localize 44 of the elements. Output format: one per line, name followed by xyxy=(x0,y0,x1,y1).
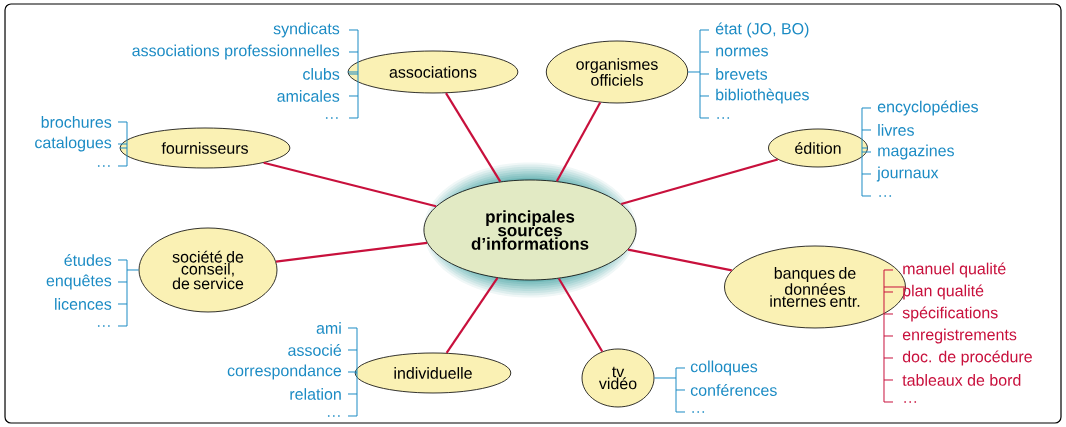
list-item: études xyxy=(64,254,112,266)
connector-line xyxy=(555,102,602,182)
list-item: … xyxy=(879,195,892,197)
list-item: tableaux de bord xyxy=(902,374,1021,386)
list-item: associé xyxy=(288,344,342,356)
list-item: conférences xyxy=(690,384,777,396)
list-item: amicales xyxy=(277,90,340,102)
connector-line xyxy=(620,158,779,206)
list-item: bibliothèques xyxy=(716,88,809,104)
list-item: … xyxy=(325,117,338,119)
list-item: livres xyxy=(878,124,914,136)
list-item: colloques xyxy=(690,360,758,376)
list-item: état (JO, BO) xyxy=(715,22,809,38)
connector-line xyxy=(557,277,604,353)
list-item: brochures xyxy=(41,116,112,128)
list-item: ami xyxy=(316,322,341,334)
list-item: … xyxy=(717,117,730,119)
list-item: plan qualité xyxy=(903,284,984,300)
list-item: correspondance xyxy=(227,364,342,380)
list-item: encyclopédies xyxy=(877,100,978,116)
list-item: licences xyxy=(55,298,112,310)
list-item: … xyxy=(98,165,110,167)
list-item: manuel qualité xyxy=(903,262,1006,278)
list-item: catalogues xyxy=(35,136,112,152)
list-item: enregistrements xyxy=(902,328,1017,344)
list-item: syndicats xyxy=(273,22,340,38)
list-item: associations professionnelles xyxy=(132,44,340,60)
connector-line xyxy=(445,92,502,183)
list-item: … xyxy=(692,411,705,413)
list-item: clubs xyxy=(303,68,340,80)
connector-line xyxy=(275,241,428,263)
list-item: enquêtes xyxy=(46,274,112,290)
connector-line xyxy=(263,161,437,208)
list-item: doc. de procédure xyxy=(902,350,1032,366)
list-item: … xyxy=(904,401,917,403)
connector-line xyxy=(627,248,732,272)
list-item: … xyxy=(327,415,340,417)
list-item: relation xyxy=(290,388,341,400)
list-item: … xyxy=(98,325,110,327)
list-item: normes xyxy=(716,47,768,57)
list-item: magazines xyxy=(878,144,954,160)
connector-line xyxy=(445,277,499,354)
list-item: brevets xyxy=(716,68,768,80)
list-item: journaux xyxy=(876,166,939,182)
